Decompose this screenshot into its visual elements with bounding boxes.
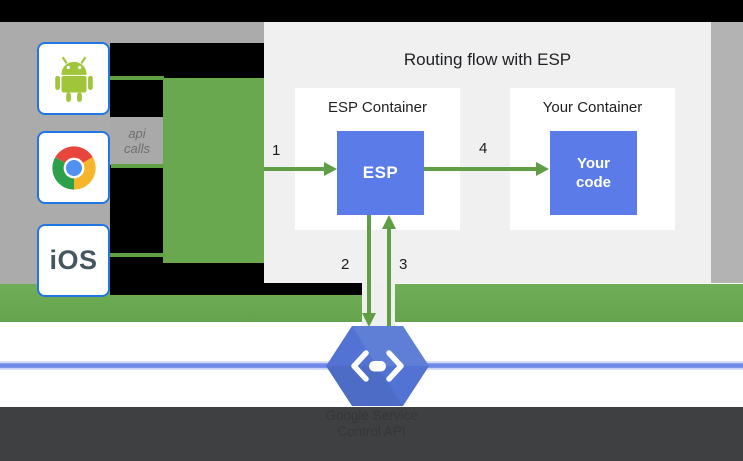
android-connector-line [110, 76, 164, 80]
dark-overlay-band: Google Service Control API [0, 407, 743, 461]
green-aggregator-rect [163, 78, 264, 263]
android-icon [54, 56, 93, 102]
your-code-line1: Your [576, 155, 611, 172]
step-2-label: 2 [341, 256, 350, 273]
service-control-line1: Google Service [325, 408, 418, 423]
panel-title: Routing flow with ESP [403, 50, 572, 69]
esp-container-title: ESP Container [328, 99, 427, 116]
your-code-line2: code [575, 174, 611, 191]
service-control-label: Google Service Control API [0, 408, 743, 440]
gray-overlay-right-strip [711, 22, 743, 283]
arrow-4-line [424, 167, 537, 171]
arrow-3-line [387, 228, 391, 327]
ios-label: iOS [49, 245, 98, 275]
your-container-title: Your Container [542, 99, 643, 116]
gray-overlay-top-strip [110, 22, 264, 43]
arrow-1-head [324, 162, 337, 176]
arrow-2-line [367, 215, 371, 315]
arrow-2-head [362, 313, 376, 327]
arrow-1-line [264, 167, 325, 171]
top-black-bar [0, 0, 743, 22]
api-calls-line2: calls [123, 141, 150, 156]
chrome-client-box [37, 131, 110, 204]
esp-box-label: ESP [362, 163, 399, 182]
your-container: Your Container Your code [510, 88, 675, 230]
api-calls-line1: api [128, 126, 146, 141]
service-control-line2: Control API [337, 424, 406, 439]
ios-client-box: iOS [37, 224, 110, 297]
android-client-box [37, 42, 110, 115]
ios-connector-line [110, 253, 165, 257]
chrome-icon [51, 145, 96, 190]
your-code-box: Your code [550, 131, 637, 215]
black-patch-top-mid [163, 43, 264, 78]
cloud-endpoints-hexagon-icon [326, 326, 429, 407]
chrome-connector-line [111, 164, 164, 168]
black-patch-lower [110, 165, 164, 263]
step-3-label: 3 [399, 256, 408, 273]
arrow-4-head [536, 162, 549, 176]
arrow-3-head [382, 215, 396, 229]
step-4-label: 4 [479, 140, 488, 157]
routing-flow-panel: Routing flow with ESP ESP Container ESP … [264, 22, 711, 283]
step-1-label: 1 [272, 142, 281, 159]
esp-container: ESP Container ESP [295, 88, 460, 230]
api-calls-label: api calls [110, 117, 164, 165]
esp-box: ESP [337, 131, 424, 215]
black-patch-upper [110, 43, 164, 117]
